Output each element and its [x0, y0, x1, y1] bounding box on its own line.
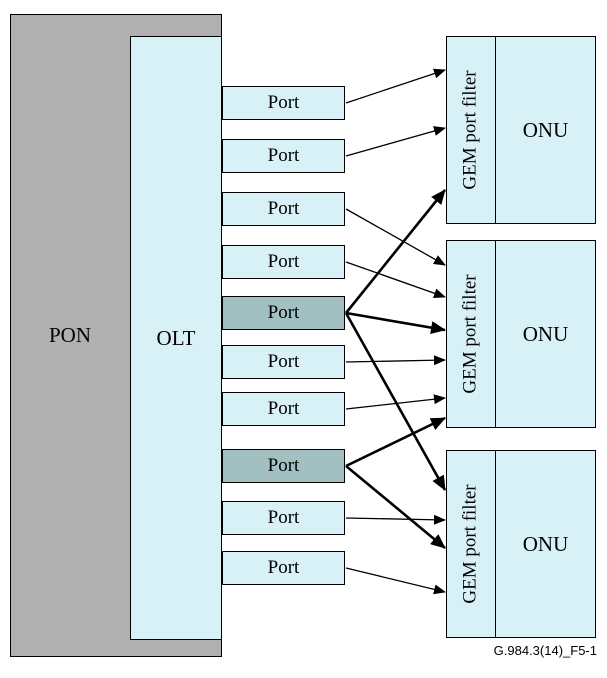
- port-9-box: Port: [222, 501, 345, 535]
- pon-label: PON: [48, 323, 91, 347]
- onu-3-group: GEM port filter ONU: [446, 450, 596, 638]
- port-7-label: Port: [267, 398, 300, 419]
- port-2-label: Port: [267, 145, 300, 166]
- arrow-port-5-to-onu-2: [345, 311, 446, 335]
- onu-1-group: GEM port filter ONU: [446, 36, 596, 224]
- onu-3-gem-port-filter-box: GEM port filter: [446, 450, 496, 638]
- port-2-box: Port: [222, 139, 345, 173]
- arrow-port-5-to-onu-1: [344, 189, 447, 314]
- figure-caption: G.984.3(14)_F5-1: [493, 643, 597, 658]
- port-10-box: Port: [222, 551, 345, 585]
- port-1-label: Port: [267, 92, 300, 113]
- onu-2-gem-port-filter-label: GEM port filter: [460, 274, 482, 394]
- port-5-box: Port: [222, 296, 345, 330]
- port-4-box: Port: [222, 245, 345, 279]
- olt-label: OLT: [156, 325, 196, 350]
- port-10-label: Port: [267, 557, 300, 578]
- onu-2-label: ONU: [522, 321, 569, 346]
- port-1-box: Port: [222, 86, 345, 120]
- arrow-port-8-to-onu-3: [345, 464, 446, 550]
- arrow-port-4-to-onu-2: [345, 261, 446, 299]
- arrow-port-8-to-onu-2: [345, 416, 446, 468]
- port-6-box: Port: [222, 345, 345, 379]
- port-7-box: Port: [222, 392, 345, 426]
- port-5-label: Port: [267, 302, 300, 323]
- onu-1-box: ONU: [496, 36, 596, 224]
- onu-1-gem-port-filter-label: GEM port filter: [460, 70, 482, 190]
- port-3-label: Port: [267, 198, 300, 219]
- arrow-port-5-to-onu-3: [344, 312, 447, 491]
- onu-3-label: ONU: [522, 531, 569, 556]
- onu-2-group: GEM port filter ONU: [446, 240, 596, 428]
- olt-box: OLT: [130, 36, 222, 640]
- port-8-label: Port: [267, 455, 300, 476]
- onu-1-label: ONU: [522, 117, 569, 142]
- arrow-port-3-to-onu-2: [345, 208, 446, 266]
- arrow-port-9-to-onu-3: [345, 514, 446, 525]
- onu-3-box: ONU: [496, 450, 596, 638]
- onu-2-gem-port-filter-box: GEM port filter: [446, 240, 496, 428]
- port-9-label: Port: [267, 507, 300, 528]
- onu-2-box: ONU: [496, 240, 596, 428]
- arrow-port-2-to-onu-1: [345, 126, 446, 157]
- port-3-box: Port: [222, 192, 345, 226]
- port-4-label: Port: [267, 251, 300, 272]
- arrow-port-1-to-onu-1: [345, 68, 446, 104]
- onu-1-gem-port-filter-box: GEM port filter: [446, 36, 496, 224]
- onu-3-gem-port-filter-label: GEM port filter: [460, 484, 482, 604]
- arrow-port-6-to-onu-2: [345, 355, 446, 366]
- arrow-port-10-to-onu-3: [345, 567, 446, 595]
- arrow-port-7-to-onu-2: [345, 394, 446, 410]
- port-6-label: Port: [267, 351, 300, 372]
- port-8-box: Port: [222, 449, 345, 483]
